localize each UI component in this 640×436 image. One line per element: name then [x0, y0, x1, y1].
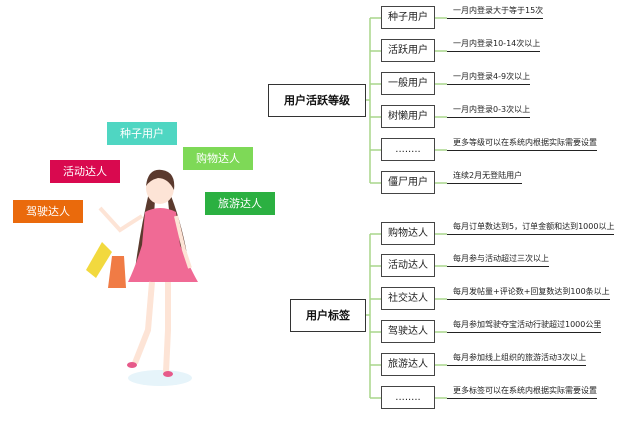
tags-description: 每月参加驾驶夺宝活动行驶超过1000公里	[447, 319, 602, 333]
tags-description: 每月参与活动超过三次以上	[447, 253, 549, 267]
tags-description: 更多标签可以在系统内根据实际需要设置	[447, 385, 597, 399]
floating-tag: 活动达人	[50, 160, 120, 183]
tags-description: 每月订单数达到5，订单金额和达到1000以上	[447, 221, 615, 235]
floating-tag: 购物达人	[183, 147, 253, 170]
activity-description: 更多等级可以在系统内根据实际需要设置	[447, 137, 597, 151]
tags-description: 每月参加线上组织的旅游活动3次以上	[447, 352, 587, 366]
tags-description: 每月发帖量+评论数+回复数达到100条以上	[447, 286, 610, 300]
tags-node: 旅游达人	[381, 353, 435, 376]
tags-node: ........	[381, 386, 435, 409]
activity-node: 僵尸用户	[381, 171, 435, 194]
activity-description: 一月内登录4-9次以上	[447, 71, 531, 85]
floating-tag: 种子用户	[107, 122, 177, 145]
activity-description: 一月内登录10-14次以上	[447, 38, 541, 52]
activity-level-root: 用户活跃等级	[268, 84, 366, 117]
activity-description: 一月内登录0-3次以上	[447, 104, 531, 118]
activity-node: 活跃用户	[381, 39, 435, 62]
activity-description: 一月内登录大于等于15次	[447, 5, 544, 19]
activity-node: 种子用户	[381, 6, 435, 29]
user-tags-root: 用户标签	[290, 299, 366, 332]
floating-tag: 驾驶达人	[13, 200, 83, 223]
activity-description: 连续2月无登陆用户	[447, 170, 523, 184]
tags-node: 购物达人	[381, 222, 435, 245]
floating-tag: 旅游达人	[205, 192, 275, 215]
shopping-girl-illustration	[86, 169, 198, 386]
tags-node: 社交达人	[381, 287, 435, 310]
tags-node: 驾驶达人	[381, 320, 435, 343]
activity-node: ........	[381, 138, 435, 161]
activity-node: 一般用户	[381, 72, 435, 95]
activity-node: 树懒用户	[381, 105, 435, 128]
tags-node: 活动达人	[381, 254, 435, 277]
